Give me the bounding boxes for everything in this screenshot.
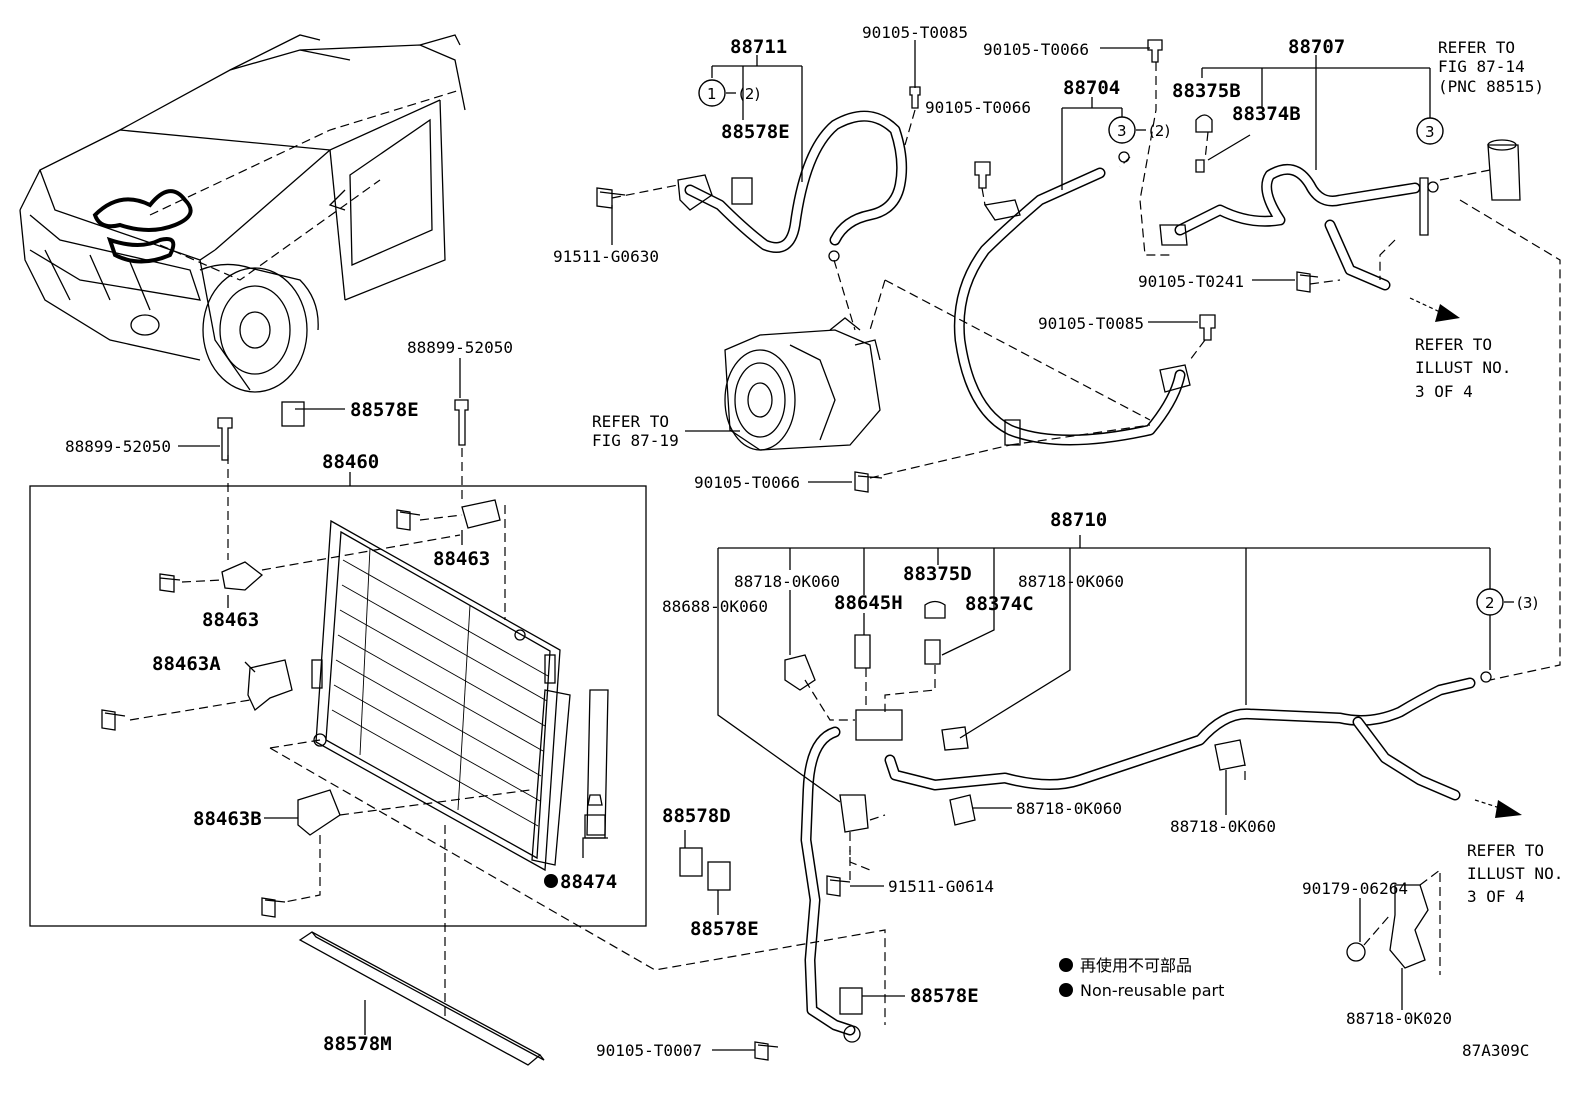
callout-3a-circle bbox=[1108, 116, 1136, 144]
label-88578D: 88578D bbox=[662, 805, 731, 827]
legend-line-english: Non-reusable part bbox=[1080, 981, 1224, 1000]
legend-line-japanese: 再使用不可部品 bbox=[1080, 956, 1192, 975]
refer-illust-upper-line3: 3 OF 4 bbox=[1415, 382, 1473, 401]
label-88375B: 88375B bbox=[1172, 80, 1241, 102]
label-88688-0K060: 88688-0K060 bbox=[662, 597, 768, 616]
callout-1-qty: (2) bbox=[739, 85, 760, 103]
label-88718-0K020: 88718-0K020 bbox=[1346, 1009, 1452, 1028]
callout-3a-number: 3 bbox=[1117, 122, 1127, 140]
label-88460: 88460 bbox=[322, 451, 379, 473]
condenser-brackets bbox=[101, 399, 606, 918]
label-90105-T0066-bottom: 90105-T0066 bbox=[694, 473, 800, 492]
callout-2-circle bbox=[1476, 588, 1504, 616]
label-91511-G0614: 91511-G0614 bbox=[888, 877, 994, 896]
label-88718-0K060-c: 88718-0K060 bbox=[1016, 799, 1122, 818]
refer-illust-lower-line1: REFER TO bbox=[1467, 841, 1544, 860]
label-88718-0K060-d: 88718-0K060 bbox=[1170, 817, 1276, 836]
callouts: 1 (2) 3 (2) 3 2 (3) bbox=[698, 79, 1538, 616]
label-90179-06264: 90179-06264 bbox=[1302, 879, 1408, 898]
refer-fig-87-19-line2: FIG 87-19 bbox=[592, 431, 679, 450]
label-88718-0K060-a: 88718-0K060 bbox=[734, 572, 840, 591]
label-90105-T0066-top: 90105-T0066 bbox=[983, 40, 1089, 59]
label-88463B: 88463B bbox=[193, 808, 262, 830]
callout-1-number: 1 bbox=[707, 85, 717, 103]
label-88578E-lower: 88578E bbox=[910, 985, 979, 1007]
label-90105-T0085-top: 90105-T0085 bbox=[862, 23, 968, 42]
non-reusable-dot-88474 bbox=[544, 874, 558, 888]
part-labels: 88711 90105-T0085 90105-T0066 88707 REFE… bbox=[65, 23, 1563, 1060]
refer-illust-upper-line2: ILLUST NO. bbox=[1415, 358, 1511, 377]
label-88578E-upper: 88578E bbox=[721, 121, 790, 143]
figure-code: 87A309C bbox=[1462, 1041, 1529, 1060]
callout-2-qty: (3) bbox=[1517, 594, 1538, 612]
label-88711: 88711 bbox=[730, 36, 787, 58]
legend: 再使用不可部品 Non-reusable part bbox=[1059, 956, 1224, 1000]
label-88899-52050-right: 88899-52050 bbox=[407, 338, 513, 357]
callout-2-number: 2 bbox=[1485, 594, 1495, 612]
vehicle-illustration bbox=[19, 34, 466, 393]
label-90105-T0085-right: 90105-T0085 bbox=[1038, 314, 1144, 333]
callout-3b-circle bbox=[1416, 117, 1444, 145]
legend-dot-1 bbox=[1059, 958, 1073, 972]
label-91511-G0630: 91511-G0630 bbox=[553, 247, 659, 266]
label-88710: 88710 bbox=[1050, 509, 1107, 531]
refer-fig-87-14-line1: REFER TO bbox=[1438, 38, 1515, 57]
refer-arrows bbox=[1409, 297, 1522, 818]
callout-1-circle bbox=[698, 79, 726, 107]
label-88645H: 88645H bbox=[834, 592, 903, 614]
label-88374B: 88374B bbox=[1232, 103, 1301, 125]
label-88578E-bottom: 88578E bbox=[690, 918, 759, 940]
label-88463-left: 88463 bbox=[202, 609, 259, 631]
refer-illust-upper-line1: REFER TO bbox=[1415, 335, 1492, 354]
callout-3a-qty: (2) bbox=[1149, 122, 1170, 140]
label-88899-52050-left: 88899-52050 bbox=[65, 437, 171, 456]
label-88718-0K060-b: 88718-0K060 bbox=[1018, 572, 1124, 591]
label-88474: 88474 bbox=[560, 871, 617, 893]
leader-lines bbox=[178, 40, 1491, 1051]
refer-fig-87-19-line1: REFER TO bbox=[592, 412, 669, 431]
refer-fig-87-14-line2: FIG 87-14 bbox=[1438, 57, 1525, 76]
label-88578E-left: 88578E bbox=[350, 399, 419, 421]
label-90105-T0066-mid: 90105-T0066 bbox=[925, 98, 1031, 117]
label-88463A: 88463A bbox=[152, 653, 221, 675]
label-88375D: 88375D bbox=[903, 563, 972, 585]
legend-dot-2 bbox=[1059, 983, 1073, 997]
bar-88578M bbox=[298, 931, 545, 1066]
label-88704: 88704 bbox=[1063, 77, 1120, 99]
label-88578M: 88578M bbox=[323, 1033, 392, 1055]
refer-fig-87-14-line3: (PNC 88515) bbox=[1438, 77, 1544, 96]
label-90105-T0007: 90105-T0007 bbox=[596, 1041, 702, 1060]
small-fittings bbox=[596, 39, 1521, 493]
condenser-assembly bbox=[29, 485, 647, 927]
pipes bbox=[684, 110, 1476, 1036]
lower-fittings bbox=[679, 600, 1492, 1061]
callout-3b-number: 3 bbox=[1425, 123, 1435, 141]
refer-illust-lower-line2: ILLUST NO. bbox=[1467, 864, 1563, 883]
dashed-lines bbox=[129, 62, 1561, 1025]
label-88707: 88707 bbox=[1288, 36, 1345, 58]
label-88463-right: 88463 bbox=[433, 548, 490, 570]
compressor bbox=[724, 317, 881, 451]
label-88374C: 88374C bbox=[965, 593, 1034, 615]
refer-illust-lower-line3: 3 OF 4 bbox=[1467, 887, 1525, 906]
label-90105-T0241: 90105-T0241 bbox=[1138, 272, 1244, 291]
